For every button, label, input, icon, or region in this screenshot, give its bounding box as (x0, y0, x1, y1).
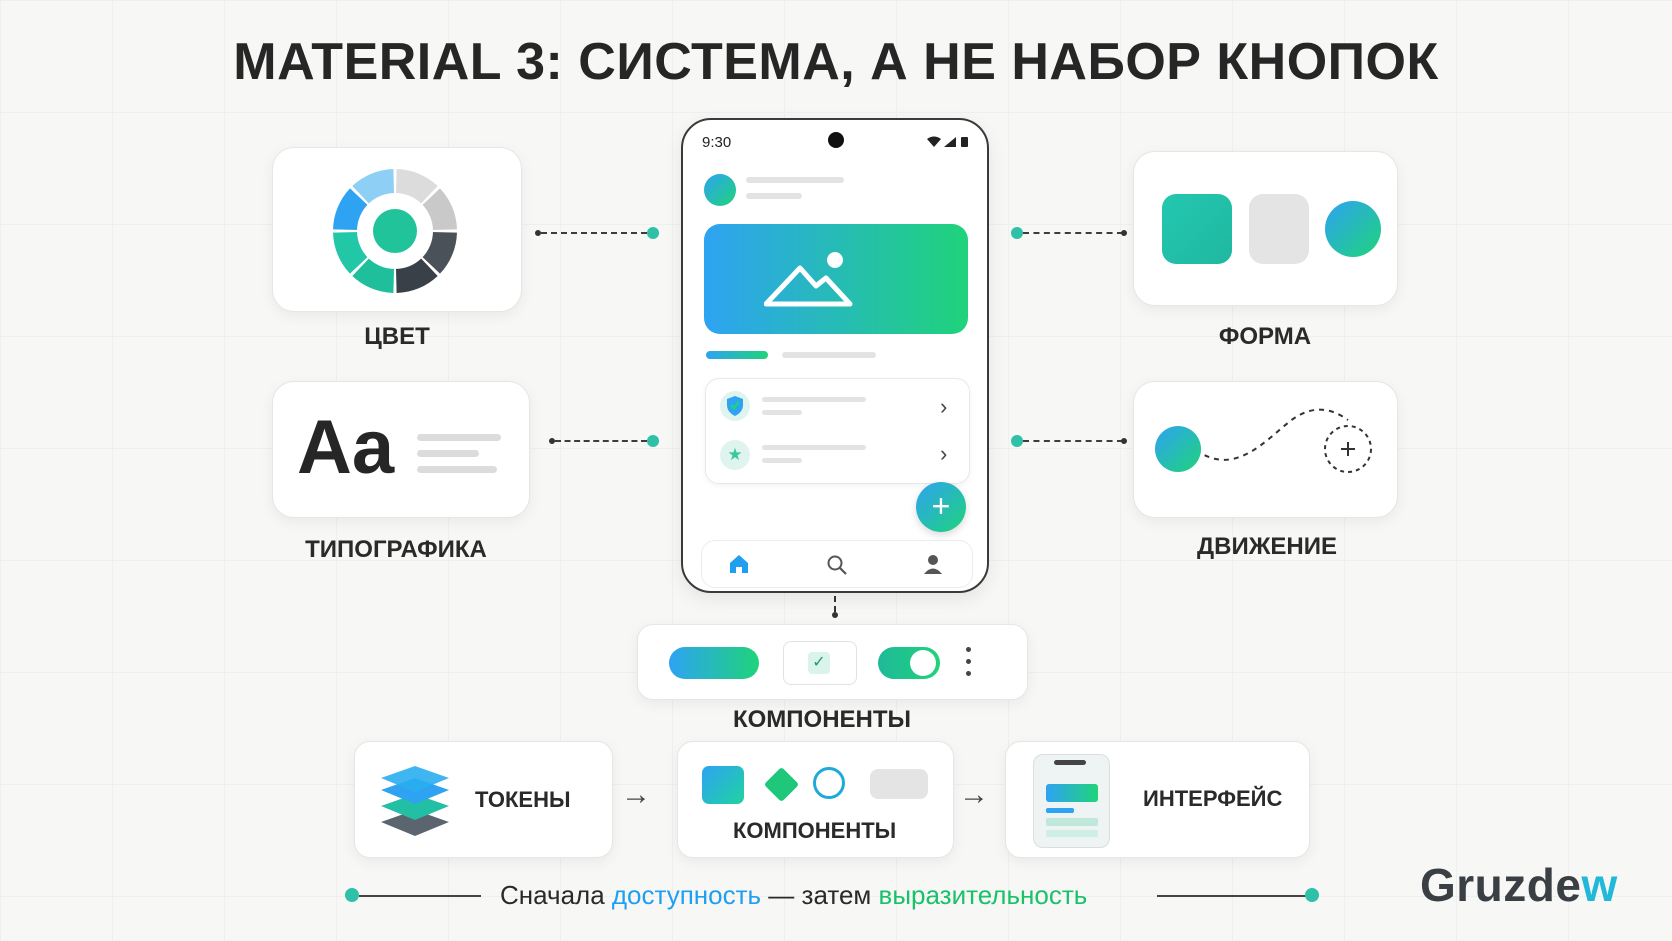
interface-card: ИНТЕРФЕЙС (1005, 741, 1310, 858)
list-item[interactable]: ★ › (706, 431, 969, 483)
motion-path-icon (1155, 408, 1372, 473)
header-line (746, 177, 844, 183)
motion-label: ДВИЖЕНИЕ (1197, 533, 1337, 560)
chevron-right-icon: › (940, 441, 948, 466)
typography-label: ТИПОГРАФИКА (305, 536, 487, 563)
tab-indicator-active[interactable] (706, 351, 768, 359)
tagline: Сначала доступность — затем выразительно… (500, 880, 1087, 911)
list-item-title (762, 445, 866, 450)
components-card: ✓ (637, 624, 1028, 700)
connector-end (1011, 227, 1023, 239)
connector-start (1121, 438, 1127, 444)
color-card (272, 147, 522, 312)
more-vert-icon[interactable] (966, 645, 972, 681)
interface-label: ИНТЕРФЕЙС (1143, 786, 1283, 811)
tokens-label: ТОКЕНЫ (475, 787, 571, 812)
camera-punch-hole (828, 132, 844, 148)
pill-button-sample[interactable] (669, 647, 759, 679)
checkbox-sample[interactable]: ✓ (783, 641, 857, 685)
tagline-part2: — затем (761, 880, 879, 910)
page-title: MATERIAL 3: СИСТЕМА, А НЕ НАБОР КНОПОК (233, 33, 1439, 91)
flow-arrow-icon: → (959, 778, 989, 811)
components-label: КОМПОНЕНТЫ (732, 706, 912, 733)
phone-mockup: 9:30 › ★ (681, 118, 989, 593)
bottom-navigation (701, 540, 973, 588)
shape-label: ФОРМА (1218, 323, 1312, 350)
avatar (704, 174, 736, 206)
list-card: › ★ › (705, 378, 970, 484)
tagline-accent1: доступность (611, 880, 762, 910)
connector-typography (555, 440, 647, 442)
tab-indicator[interactable] (782, 352, 876, 358)
list-item-subtitle (762, 458, 802, 463)
tagline-part1: Сначала (500, 880, 612, 910)
tagline-line (1157, 895, 1307, 897)
motion-card (1133, 381, 1398, 518)
connector-components (834, 596, 836, 612)
hero-image-card[interactable] (704, 224, 968, 334)
list-item-title (762, 397, 866, 402)
toggle-switch-sample[interactable] (878, 647, 940, 679)
color-wheel-icon (333, 169, 457, 293)
list-item[interactable]: › (706, 379, 969, 431)
text-line-icon (417, 450, 479, 457)
list-item-subtitle (762, 410, 802, 415)
mini-phone-icon (1033, 754, 1110, 848)
connector-start (535, 230, 541, 236)
connector-end (1011, 435, 1023, 447)
tagline-dot (1305, 888, 1319, 902)
components-flow-label: КОМПОНЕНТЫ (733, 818, 897, 843)
tagline-accent2: выразительность (878, 880, 1088, 910)
tokens-card: ТОКЕНЫ (354, 741, 613, 858)
search-icon[interactable] (826, 554, 848, 576)
brand-logo: Gruzdew (1420, 858, 1618, 912)
components-flow-card: КОМПОНЕНТЫ (677, 741, 954, 858)
chevron-right-icon: › (940, 394, 948, 419)
connector-start (549, 438, 555, 444)
brand-name-main: Gruzde (1420, 859, 1582, 911)
rect-component-icon (870, 769, 928, 799)
status-icons (927, 136, 968, 147)
rounded-square-grey-shape-icon (1249, 194, 1309, 264)
connector-end (647, 227, 659, 239)
typography-sample: Aa (297, 405, 395, 490)
layers-icon (381, 766, 449, 836)
diamond-component-icon (763, 766, 800, 803)
flow-arrow-icon: → (621, 778, 651, 811)
circle-shape-icon (1325, 201, 1381, 257)
circle-component-icon (813, 767, 845, 799)
shield-check-icon (720, 391, 750, 421)
rounded-square-shape-icon (1162, 194, 1232, 264)
text-line-icon (417, 434, 501, 441)
text-line-icon (417, 466, 497, 473)
connector-color (541, 232, 647, 234)
image-icon (764, 252, 853, 307)
home-icon[interactable] (728, 554, 750, 574)
status-time: 9:30 (702, 134, 732, 151)
tagline-line (359, 895, 481, 897)
typography-card: Aa (272, 381, 530, 518)
connector-shape (1023, 232, 1123, 234)
connector-start (1121, 230, 1127, 236)
brand-name-accent: w (1581, 859, 1618, 911)
checkmark-icon: ✓ (808, 652, 830, 674)
profile-icon[interactable] (922, 553, 944, 575)
shape-card (1133, 151, 1398, 306)
tagline-dot (345, 888, 359, 902)
star-icon: ★ (720, 440, 750, 470)
connector-motion (1023, 440, 1123, 442)
connector-end (647, 435, 659, 447)
fab-add-button[interactable]: + (916, 482, 966, 532)
square-component-icon (702, 766, 744, 804)
color-label: ЦВЕТ (364, 323, 430, 350)
header-line (746, 193, 802, 199)
connector-start (832, 612, 838, 618)
